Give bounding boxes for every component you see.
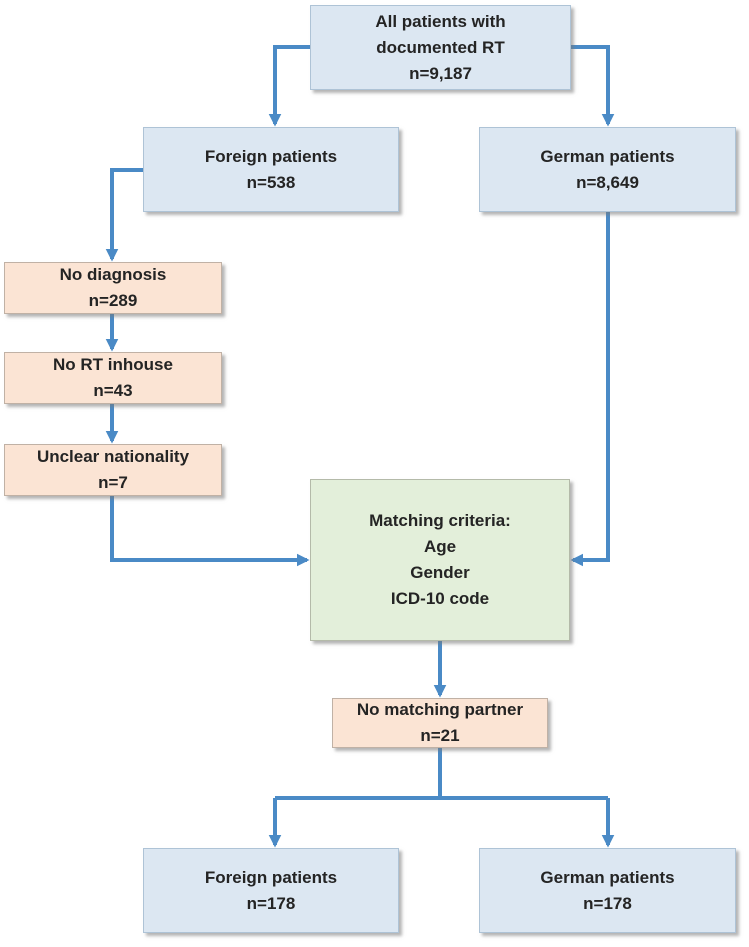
- connector-all-to-german: [571, 45, 615, 127]
- node-matching-criteria: Matching criteria: Age Gender ICD-10 cod…: [310, 479, 570, 641]
- node-count: n=289: [88, 291, 138, 310]
- node-foreign-initial: Foreign patients n=538: [143, 127, 399, 212]
- node-unclear-nationality: Unclear nationality n=7: [4, 444, 222, 496]
- node-no-matching-partner: No matching partner n=21: [332, 698, 548, 748]
- node-count: n=8,649: [576, 172, 639, 192]
- node-line: German patients: [540, 146, 675, 166]
- node-line: Gender: [410, 563, 470, 582]
- connector-all-to-foreign: [268, 45, 310, 127]
- node-count: n=9,187: [409, 63, 472, 83]
- connector-unclear-to-matching: [110, 496, 310, 567]
- node-line: Age: [423, 537, 457, 556]
- node-count: n=7: [98, 473, 128, 492]
- connector-german-to-matching: [570, 212, 610, 567]
- node-foreign-final: Foreign patients n=178: [143, 848, 399, 933]
- node-line: No RT inhouse: [53, 355, 173, 374]
- node-german-final: German patients n=178: [479, 848, 736, 933]
- node-no-rt-inhouse: No RT inhouse n=43: [4, 352, 222, 404]
- node-line: German patients: [540, 867, 675, 887]
- node-count: n=178: [583, 893, 632, 913]
- node-all-patients: All patients with documented RT n=9,187: [310, 5, 571, 90]
- node-line: ICD-10 code: [390, 589, 490, 608]
- node-count: n=43: [93, 381, 133, 400]
- node-line: Matching criteria:: [369, 511, 511, 530]
- node-line: Foreign patients: [204, 146, 338, 166]
- node-line: All patients with: [375, 11, 506, 31]
- node-line: Foreign patients: [204, 867, 338, 887]
- node-line: documented RT: [376, 37, 505, 57]
- node-german-initial: German patients n=8,649: [479, 127, 736, 212]
- node-line: Unclear nationality: [36, 447, 190, 466]
- node-line: No diagnosis: [59, 265, 167, 284]
- node-count: n=21: [420, 726, 460, 745]
- node-count: n=538: [246, 172, 296, 192]
- node-count: n=178: [246, 893, 296, 913]
- node-no-diagnosis: No diagnosis n=289: [4, 262, 222, 314]
- connector-foreign-to-nodiagnosis: [105, 168, 143, 262]
- node-line: No matching partner: [356, 700, 524, 719]
